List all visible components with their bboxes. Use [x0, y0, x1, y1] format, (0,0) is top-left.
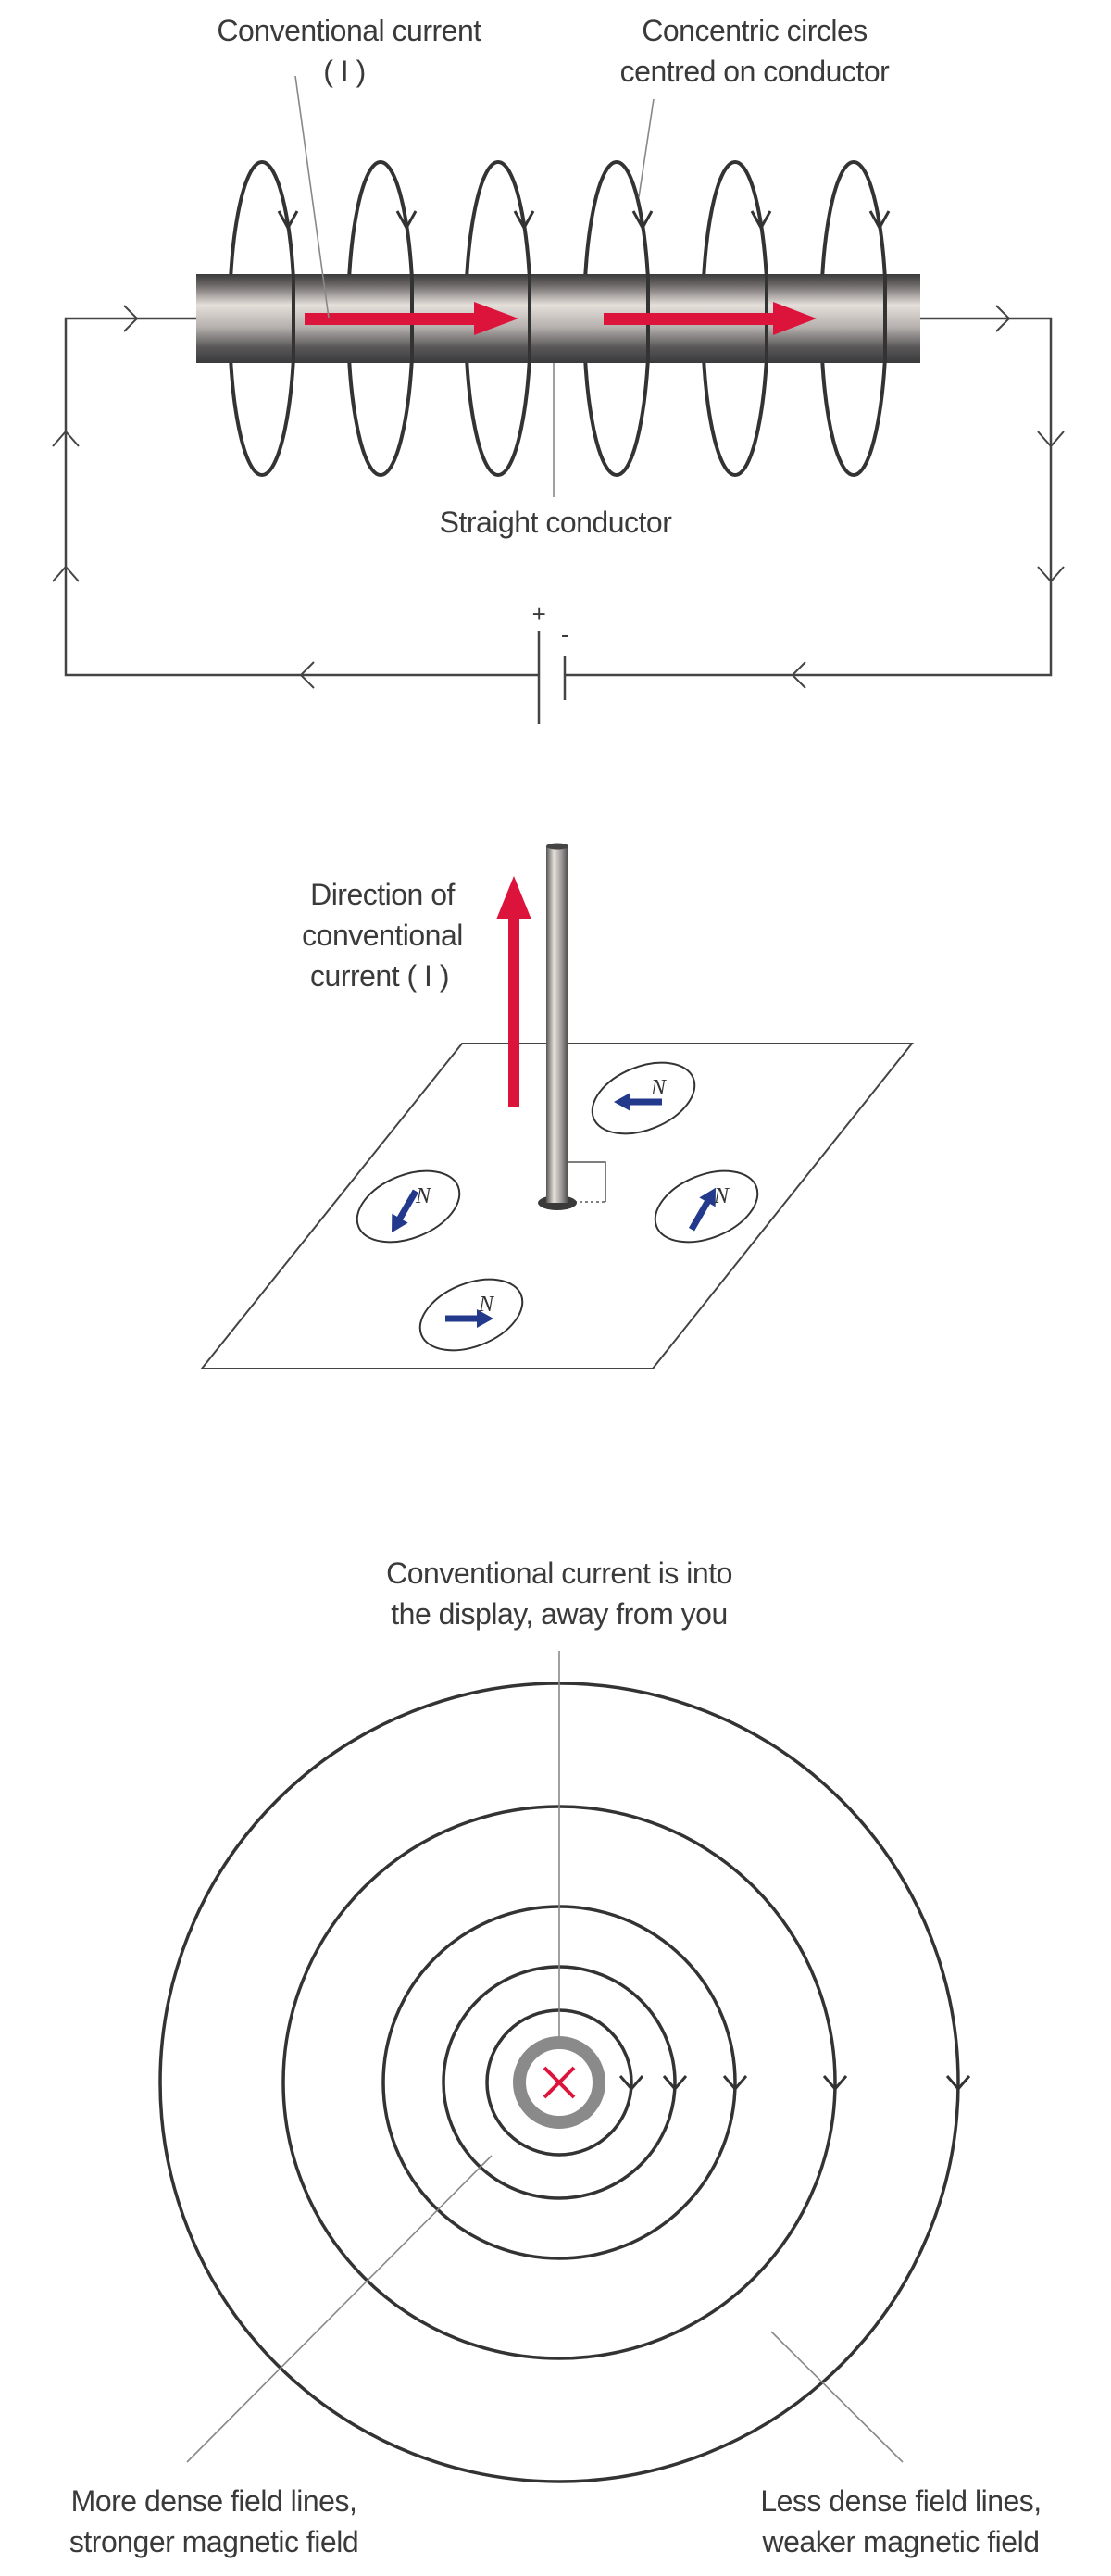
- circuit-wire: [64, 317, 1053, 677]
- chevron-down-icon: [1037, 431, 1065, 448]
- current-arrowhead: [773, 302, 817, 335]
- compass-needle-arrow: [392, 1189, 419, 1233]
- vertical-conductor-rod: [546, 846, 568, 1203]
- compass-needle-arrow: [614, 1093, 662, 1111]
- battery-plus: +: [532, 600, 546, 628]
- chevron-down-icon: [868, 210, 891, 231]
- chevron-down-icon: [277, 210, 299, 231]
- leader-line: [294, 75, 330, 319]
- current-arrowhead: [474, 302, 518, 335]
- current-direction-arrow-shaft: [508, 917, 519, 1107]
- compass-plane-panel: N N N N Direction of conventional current (…: [199, 843, 915, 1369]
- label-stronger-field: stronger magnetic field: [69, 2525, 358, 2558]
- rod-top: [546, 843, 568, 850]
- compass-north-label: N: [478, 1293, 495, 1317]
- cross-into-display-icon: [543, 2066, 576, 2099]
- chevron-down-icon: [750, 210, 772, 231]
- circuit-direction-arrows: [52, 305, 1065, 689]
- label-current-into-display: Conventional current is into: [386, 1557, 732, 1590]
- compass-north-label: N: [650, 1076, 668, 1100]
- compass-north-label: N: [415, 1184, 432, 1208]
- right-angle-marker: [568, 1161, 606, 1202]
- label-conventional-current: Conventional current: [217, 14, 481, 47]
- compass-needle-arrow: [688, 1187, 716, 1232]
- chevron-right-icon: [995, 305, 1011, 332]
- chevron-left-icon: [299, 661, 315, 689]
- label-weaker-field: weaker magnetic field: [762, 2525, 1040, 2558]
- leader-line: [186, 2155, 493, 2463]
- label-concentric-circles: Concentric circles: [642, 14, 868, 47]
- compass: N: [591, 1061, 696, 1135]
- cross-section-panel: Conventional current is into the display…: [69, 1557, 1042, 2558]
- chevron-down-icon: [822, 2075, 848, 2092]
- compass-north-label: N: [713, 1184, 730, 1208]
- current-arrow-shaft: [305, 313, 481, 325]
- chevron-down-icon: [513, 210, 535, 231]
- label-conventional: conventional: [302, 919, 463, 952]
- label-current-i: current ( I ): [310, 959, 449, 993]
- chevron-up-icon: [52, 565, 80, 582]
- chevron-down-icon: [662, 2075, 688, 2092]
- chevron-right-icon: [123, 305, 139, 332]
- current-direction-arrowhead: [496, 876, 531, 919]
- label-direction-of: Direction of: [310, 878, 455, 911]
- chevron-down-icon: [722, 2075, 748, 2092]
- compass: N: [654, 1169, 759, 1244]
- label-straight-conductor: Straight conductor: [440, 506, 673, 539]
- label-away-from-you: the display, away from you: [391, 1597, 727, 1631]
- chevron-down-icon: [1037, 566, 1065, 583]
- chevron-down-icon: [945, 2075, 971, 2092]
- chevron-down-icon: [618, 2075, 644, 2092]
- label-less-dense: Less dense field lines,: [760, 2484, 1041, 2518]
- conductor-cross-section: [513, 2036, 605, 2129]
- field-circles: [158, 1682, 971, 2483]
- chevron-left-icon: [791, 661, 806, 689]
- compass: N: [356, 1169, 461, 1244]
- compasses: N N N N: [356, 1061, 759, 1352]
- chevron-up-icon: [52, 430, 80, 447]
- compass-outline: [418, 1278, 524, 1352]
- chevron-down-icon: [395, 210, 418, 231]
- label-more-dense: More dense field lines,: [71, 2484, 357, 2518]
- label-current-symbol: ( I ): [323, 55, 365, 88]
- current-arrow: [305, 302, 817, 335]
- label-centred-on-conductor: centred on conductor: [620, 55, 890, 88]
- compass-outline: [591, 1061, 696, 1135]
- straight-conductor-panel: + - Conventional current ( I ) Concentri…: [52, 14, 1065, 724]
- compass: N: [418, 1278, 524, 1352]
- battery-minus: -: [561, 620, 568, 648]
- current-arrow-shaft: [604, 313, 780, 325]
- chevron-down-icon: [631, 210, 654, 231]
- leader-line: [770, 2331, 904, 2463]
- compass-needle-arrow: [445, 1309, 493, 1328]
- leader-line: [638, 98, 655, 198]
